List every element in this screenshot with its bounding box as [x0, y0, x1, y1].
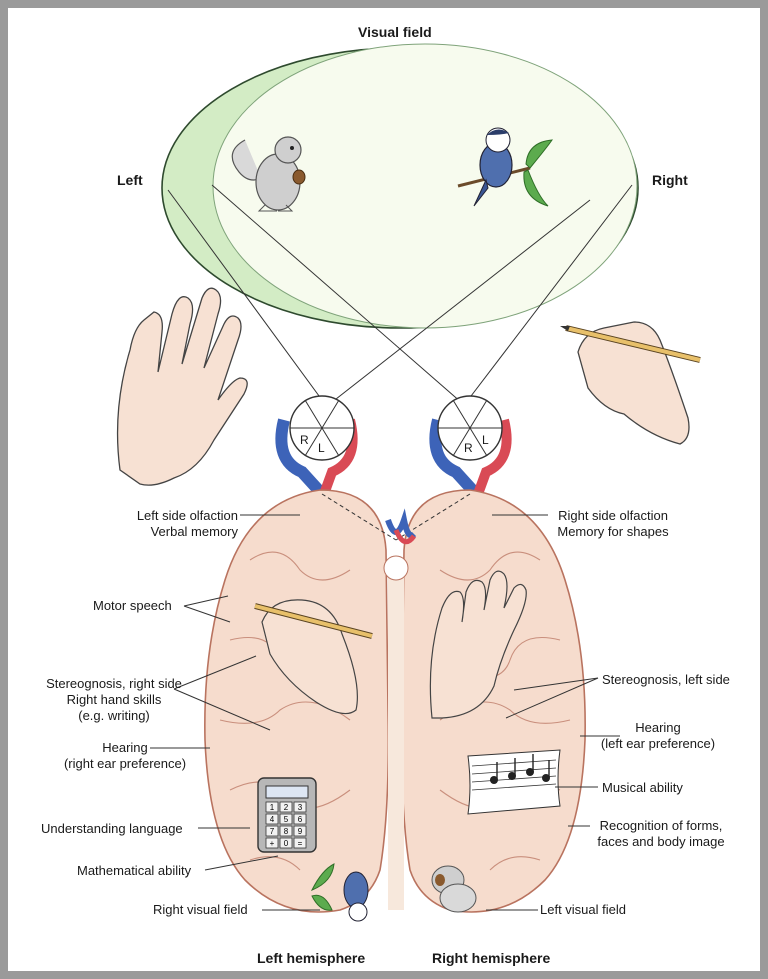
optic-projection-lines [167, 184, 633, 411]
left-hemisphere-label: Left hemisphere [257, 950, 366, 966]
calculator-key [279, 813, 293, 825]
right-eye-icon [429, 395, 512, 499]
brain-writing-hand-icon [254, 599, 373, 715]
calculator-key [293, 825, 307, 837]
calculator-key [293, 813, 307, 825]
motor-speech-label: Motor speech [93, 598, 172, 613]
hearing-left-ear-label: Hearing(left ear preference) [600, 720, 716, 751]
hearing-right-ear-label: Hearing(right ear preference) [63, 740, 187, 771]
understanding-language-label: Understanding language [41, 821, 183, 836]
small-squirrel-icon [431, 865, 477, 913]
calculator-key-label: 3 [298, 803, 303, 812]
calculator-key-label: 9 [298, 827, 303, 836]
right-eye-r-letter: R [464, 441, 473, 455]
calculator-key [265, 801, 279, 813]
right-hemisphere-label: Right hemisphere [432, 950, 551, 966]
calculator-key-label: 6 [298, 815, 303, 824]
calculator-key [265, 837, 279, 849]
right-label: Right [652, 172, 688, 188]
calculator-key [265, 813, 279, 825]
small-bird-icon [310, 863, 369, 922]
calculator-key [293, 801, 307, 813]
squirrel-icon [231, 136, 306, 212]
bird-icon [457, 127, 553, 207]
calculator-key-label: + [270, 839, 275, 848]
left-hand-icon [116, 287, 248, 486]
sheet-music-icon [467, 749, 561, 815]
left-eye-l-letter: L [318, 441, 325, 455]
leader-lines [150, 514, 620, 911]
right-visual-field-label: Right visual field [153, 902, 248, 917]
calculator-key [279, 801, 293, 813]
calculator-key [279, 837, 293, 849]
calculator-key-label: 1 [270, 803, 275, 812]
visual-field-title: Visual field [358, 24, 432, 40]
brain-open-hand-icon [429, 570, 527, 719]
recognition-forms-label: Recognition of forms,faces and body imag… [597, 818, 725, 849]
left-eye-icon [275, 395, 358, 499]
left-eye-r-letter: R [300, 433, 309, 447]
calculator-key-label: = [298, 839, 303, 848]
calculator-key-label: 7 [270, 827, 275, 836]
calculator-key-label: 2 [284, 803, 289, 812]
calculator-key-label: 8 [284, 827, 289, 836]
calculator-key-label: 0 [284, 839, 289, 848]
stereognosis-left-label: Stereognosis, left side [602, 672, 730, 687]
visual-field [161, 43, 639, 329]
musical-ability-label: Musical ability [602, 780, 683, 795]
right-hand-writing-icon [560, 321, 701, 445]
calculator-key [279, 825, 293, 837]
right-eye-l-letter: L [482, 433, 489, 447]
calculator-key-label: 4 [270, 815, 275, 824]
calculator-key-label: 5 [284, 815, 289, 824]
mathematical-ability-label: Mathematical ability [77, 863, 192, 878]
left-label: Left [117, 172, 143, 188]
right-hemisphere-shape [400, 489, 586, 913]
calculator-key [265, 825, 279, 837]
calculator-key [293, 837, 307, 849]
left-visual-field-label: Left visual field [540, 902, 626, 917]
